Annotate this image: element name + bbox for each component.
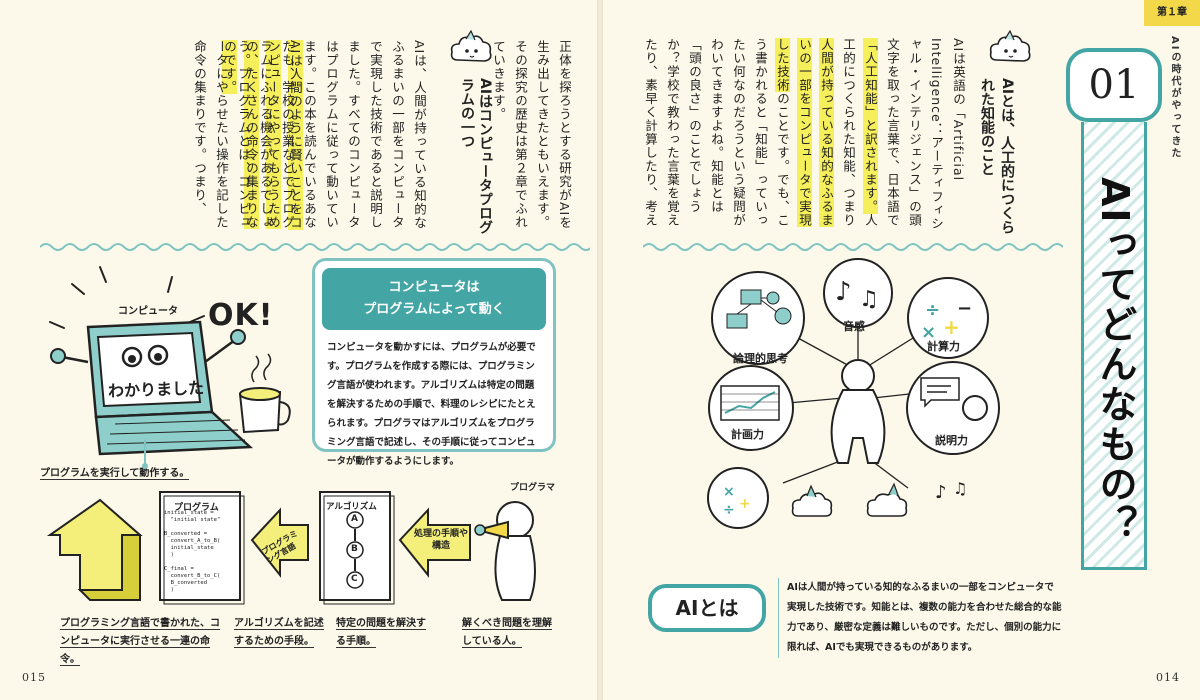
svg-text:♪: ♪ bbox=[835, 277, 852, 307]
wave-divider bbox=[40, 243, 590, 251]
svg-text:×: × bbox=[723, 484, 735, 500]
ability-plan-label: 計画力 bbox=[731, 428, 764, 441]
algorithm-step-b: B bbox=[351, 544, 358, 554]
section-heading: AIはコンピュータプログラムの一つ bbox=[459, 78, 493, 235]
title-panel: AIってどんなもの？ bbox=[1081, 122, 1147, 570]
info-box-title: コンピュータは プログラムによって動く bbox=[322, 268, 546, 330]
page-number-left: 015 bbox=[22, 671, 46, 684]
page-number-right: 014 bbox=[1156, 671, 1180, 684]
ai-box-text: AIは人間が持っている知的なふるまいの一部をコンピュータで実現した技術です。知能… bbox=[778, 578, 1062, 658]
subheading: AIとは、人工的につくられた知能のこと bbox=[979, 78, 1015, 235]
computer-illustration: コンピュータ わかりました OK! bbox=[40, 262, 310, 462]
screen-text: わかりました bbox=[107, 378, 205, 401]
main-title: AIってどんなもの？ bbox=[1093, 177, 1137, 545]
wave-divider bbox=[643, 243, 1063, 251]
right-page: 第１章 AIの時代がやってきた 01 AIってどんなもの？ AIとは、人工的につ… bbox=[603, 0, 1200, 700]
procedure-arrow-label: 処理の手順や構造 bbox=[414, 529, 469, 551]
book-gutter bbox=[597, 0, 603, 700]
abilities-drawing: ♪ ♫ ÷ + × − × + ÷ ♪ ♫ bbox=[707, 258, 1000, 529]
ai-box: AIとは AIは人間が持っている知的なふるまいの一部をコンピュータで実現した技術… bbox=[648, 572, 1062, 660]
execute-caption: プログラムを実行して動作する。 bbox=[40, 468, 190, 480]
program-code: initial_state = "initial state" B_conver… bbox=[164, 510, 221, 593]
algorithm-card-title: アルゴリズム bbox=[326, 502, 377, 512]
cloud-mascot-icon bbox=[450, 30, 492, 62]
computer-label: コンピュータ bbox=[118, 306, 178, 317]
svg-text:♫: ♫ bbox=[953, 479, 967, 498]
chapter-tab: 第１章 bbox=[1144, 0, 1200, 26]
svg-text:−: − bbox=[957, 298, 972, 319]
body-column-2: AIは、人間が持っている知的なふるまいの一部をコンピュータで実現した技術であると… bbox=[192, 40, 427, 230]
caption-programmer: 解くべき問題を理解している人。 bbox=[462, 618, 552, 648]
ability-music-label: 音感 bbox=[843, 320, 865, 333]
svg-text:♫: ♫ bbox=[859, 287, 879, 312]
info-box-text: コンピュータを動かすには、プログラムが必要です。プログラムを作成する際には、プロ… bbox=[327, 342, 536, 467]
cloud-mascot-icon bbox=[989, 30, 1031, 62]
svg-text:+: + bbox=[943, 315, 960, 339]
section-heading-block: AIはコンピュータプログラムの一つ bbox=[440, 30, 500, 240]
programmer-label: プログラマ bbox=[510, 483, 556, 493]
execute-pointer bbox=[142, 440, 148, 469]
left-page: AIは人間のように賢いことをコンピュータにやってもらうための、たくさんの命令の集… bbox=[0, 0, 597, 700]
svg-text:+: + bbox=[739, 496, 751, 512]
caption-program: プログラミング言語で書かれた、コンピュータに実行させる一連の命令。 bbox=[60, 618, 220, 666]
computer-drawing bbox=[49, 266, 291, 456]
flow-diagram: プログラム initial_state = "initial state" B_… bbox=[40, 480, 580, 610]
abilities-illustration: ♪ ♫ ÷ + × − × + ÷ ♪ ♫ bbox=[703, 258, 1023, 548]
ability-explain-label: 説明力 bbox=[935, 434, 968, 447]
svg-text:÷: ÷ bbox=[723, 502, 735, 518]
svg-text:×: × bbox=[921, 322, 936, 343]
flow-shapes bbox=[46, 491, 536, 605]
svg-text:♪: ♪ bbox=[935, 482, 947, 503]
caption-language: アルゴリズムを記述するための手段。 bbox=[234, 618, 324, 648]
info-box: コンピュータは プログラムによって動く コンピュータを動かすには、プログラムが必… bbox=[312, 258, 556, 467]
subheading-block: AIとは、人工的につくられた知能のこと bbox=[973, 30, 1033, 250]
ok-text: OK! bbox=[208, 298, 274, 333]
body-column-1: 正体を探ろうとする研究がAIを生み出してきたともいえます。その探究の歴史は第２章… bbox=[491, 40, 572, 230]
ai-box-label: AIとは bbox=[648, 584, 766, 632]
ability-logic-label: 論理的思考 bbox=[733, 352, 788, 365]
svg-text:÷: ÷ bbox=[925, 300, 940, 321]
caption-algorithm: 特定の問題を解決する手順。 bbox=[336, 618, 426, 648]
program-card-title: プログラム bbox=[174, 503, 219, 513]
body-highlight-column: AIは人間のように賢いことをコンピュータにやってもらうための、たくさんの命令の集… bbox=[218, 40, 306, 235]
body-text: AIは英語の「Artificial Intelligence：アーティフィシャル… bbox=[643, 38, 966, 231]
algorithm-step-a: A bbox=[351, 514, 358, 524]
chapter-title-vertical: AIの時代がやってきた bbox=[1169, 36, 1180, 160]
algorithm-step-c: C bbox=[351, 574, 358, 584]
ability-calc-label: 計算力 bbox=[927, 340, 960, 353]
section-number-box: 01 bbox=[1066, 48, 1162, 122]
